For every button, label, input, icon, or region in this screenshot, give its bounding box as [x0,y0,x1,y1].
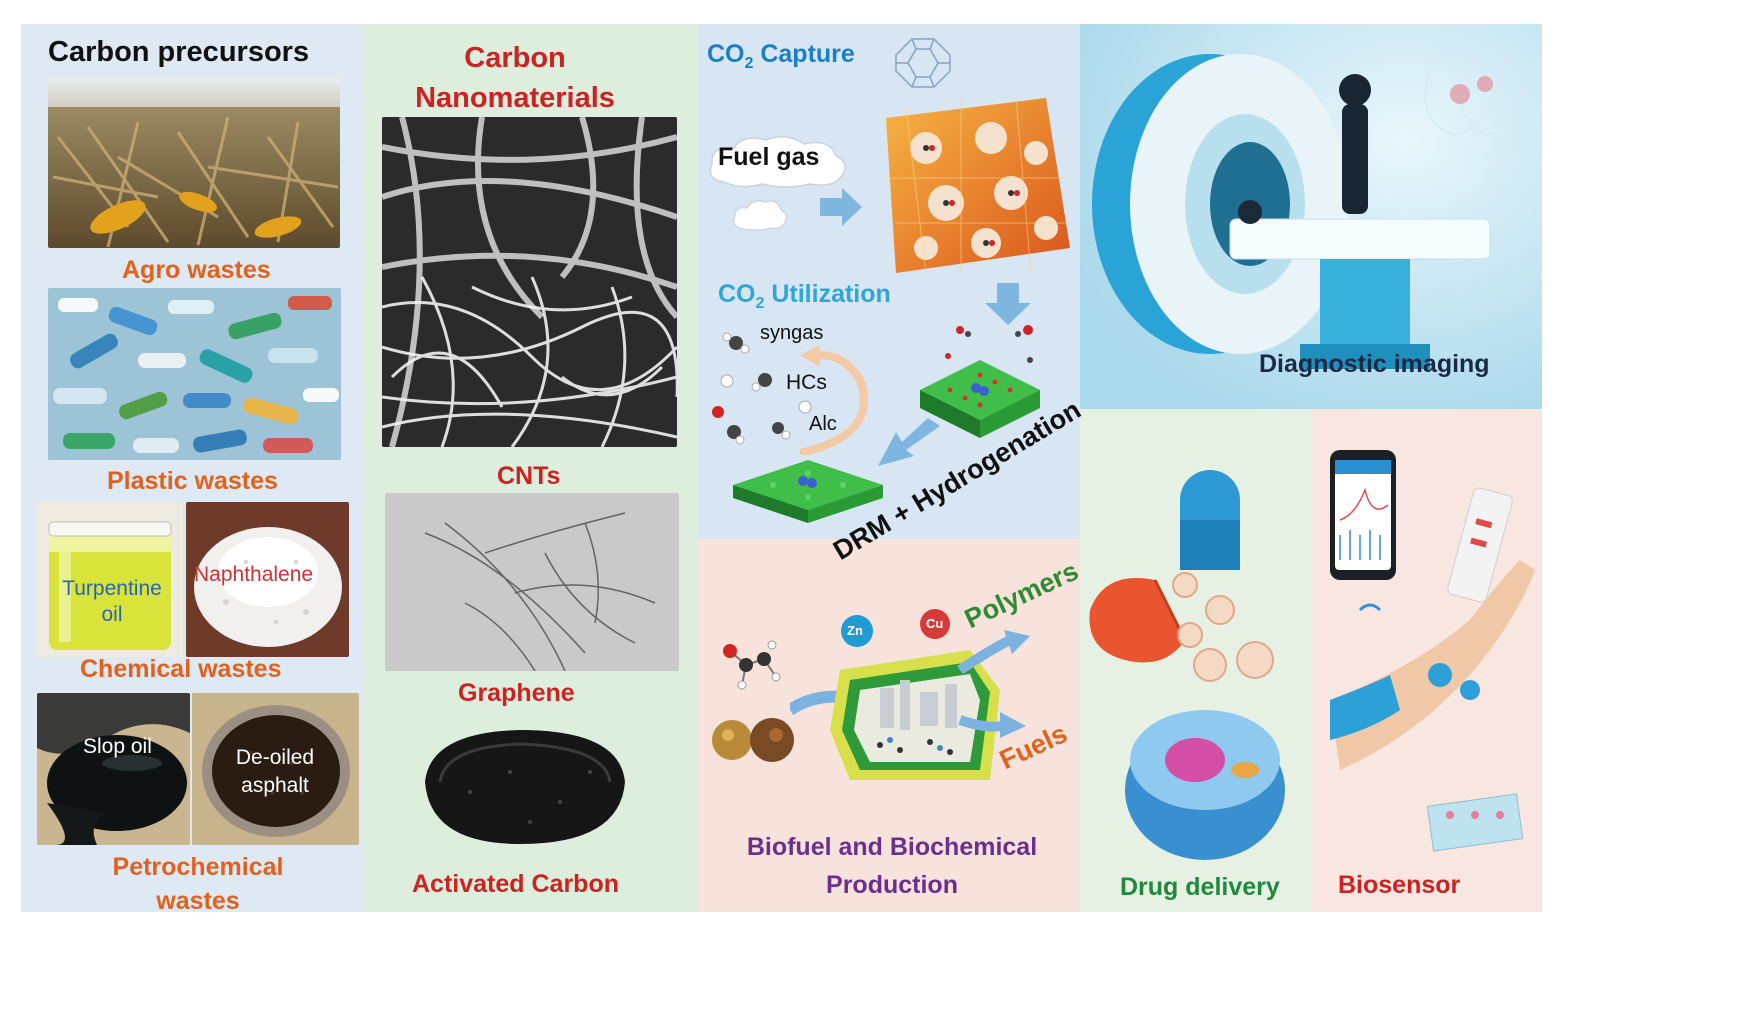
alc-label: Alc [809,413,837,435]
diagnostic-imaging-label: Diagnostic imaging [1259,350,1490,378]
co2-capture-title: CO2 Capture [707,40,855,72]
fuel-gas-cloud [706,132,852,190]
slop-oil-label: Slop oil [83,735,152,758]
arrow-diagonal-icon [878,418,940,472]
zn-badge [840,614,874,648]
naphthalene-photo [186,502,349,657]
curved-arrow-icon [790,345,880,455]
drug-capsule-image [1085,440,1305,860]
arrow-right-icon [820,186,862,228]
drug-delivery-label: Drug delivery [1120,873,1280,901]
naphthalene-label: Naphthalene [194,563,314,586]
petrochemical-wastes-label: Petrochemical wastes [80,850,316,918]
graphene-label: Graphene [458,679,575,707]
molecules-group [710,325,820,445]
biofuel-title-line2: Production [826,871,958,899]
cnts-sem-image [382,117,677,447]
petrochemical-line1: Petrochemical [112,853,284,881]
syngas-label: syngas [760,322,824,344]
activated-carbon-label: Activated Carbon [412,870,619,898]
nanomaterials-title: Carbon Nanomaterials [397,38,633,118]
plastic-wastes-photo [48,288,341,460]
deoiled-asphalt-label: De-oiled asphalt [235,746,315,797]
fuel-gas-label: Fuel gas [718,143,820,171]
precursors-title: Carbon precursors [48,36,310,68]
deoiled-asphalt-photo [192,693,359,845]
mri-scanner-image [1080,24,1542,409]
biosensor-label: Biosensor [1338,871,1461,899]
zn-label: Zn [847,623,863,638]
mof-framework-image [866,98,1070,273]
biofuel-title: Biofuel and Biochemical Production [723,828,1061,904]
catalyst-surface-bottom [733,455,883,525]
nanomaterials-title-line1: Carbon [464,42,566,74]
cu-label: Cu [926,616,944,631]
arrow-down-icon [985,283,1031,325]
small-cloud [731,198,789,232]
agro-wastes-label: Agro wastes [122,256,271,284]
turpentine-oil-label: Turpentine oil [62,577,162,626]
hcs-label: HCs [786,371,827,394]
chemical-wastes-label: Chemical wastes [80,655,282,683]
cnts-label: CNTs [497,462,561,490]
slop-oil-photo [37,693,190,845]
biosensor-arm-image [1330,470,1540,860]
co2-utilization-title: CO2 Utilization [718,280,891,312]
smartphone-image [1330,450,1396,580]
nanomaterials-title-line2: Nanomaterials [415,82,615,114]
plastic-wastes-label: Plastic wastes [107,467,278,495]
biomass-icon [710,715,800,765]
cu-badge [919,608,951,640]
graphene-tem-image [385,493,679,671]
polyhedron-icon [892,35,954,91]
petrochemical-line2: wastes [156,887,240,915]
ethanol-molecule-icon [718,637,782,693]
turpentine-oil-photo [37,502,183,657]
catalyst-surface-top [920,320,1040,440]
activated-carbon-photo [410,712,636,862]
agro-wastes-photo [48,77,340,248]
biofuel-title-line1: Biofuel and Biochemical [746,833,1038,861]
biorefinery-cell-image [790,630,1030,790]
